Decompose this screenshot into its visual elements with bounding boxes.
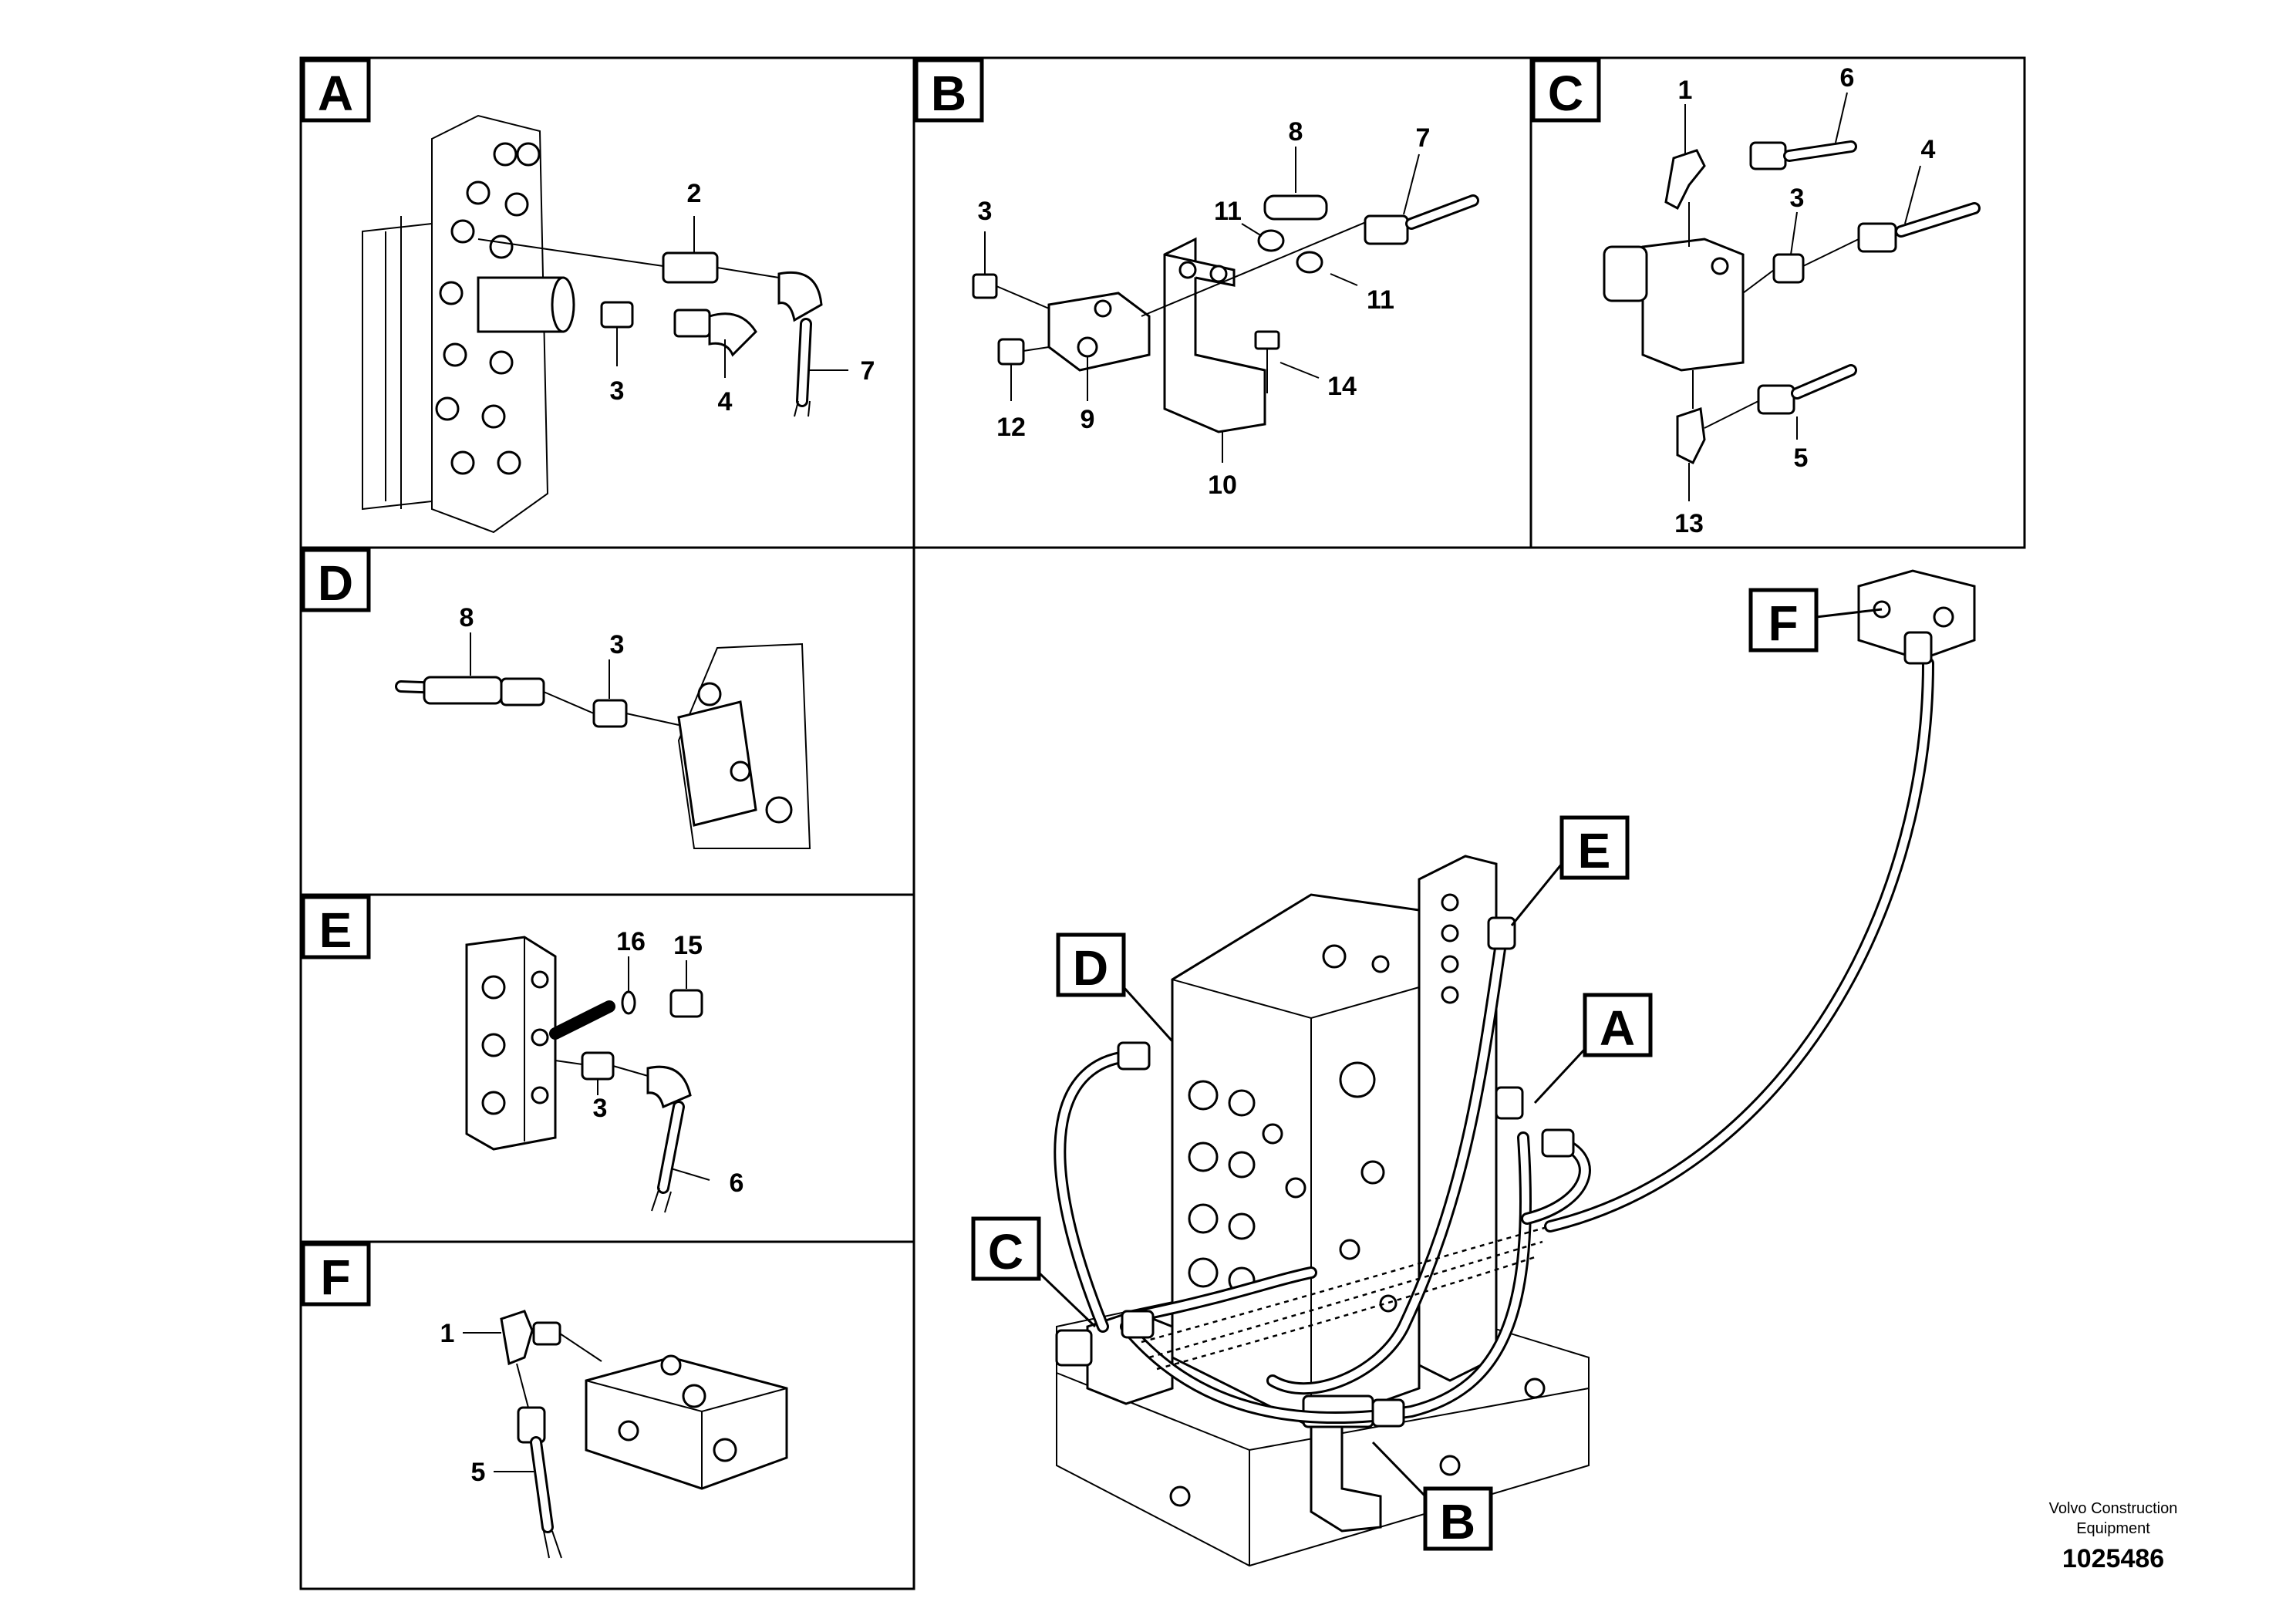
- overview-tag-f: F: [1768, 595, 1798, 651]
- panel-a-letter: A: [318, 66, 353, 121]
- document-number: 1025486: [2062, 1544, 2164, 1573]
- panel-e-illustration: 16 15 3 6: [465, 927, 744, 1213]
- panel-a-callout-4: 4: [718, 387, 733, 416]
- panel-b-illustration: 3 8 7 11 11 14 12 9 10: [972, 117, 1479, 500]
- panel-c-callout-6: 6: [1840, 63, 1855, 93]
- overview-tag-a: A: [1600, 1000, 1635, 1056]
- panel-f-frame: [299, 1240, 915, 1590]
- overview-tag-d: D: [1073, 940, 1108, 996]
- panel-b-callout-11b: 11: [1367, 285, 1394, 315]
- panel-c-callout-1: 1: [1678, 76, 1693, 105]
- panel-b-callout-3: 3: [978, 197, 993, 226]
- panel-a-callout-7: 7: [861, 356, 875, 386]
- panel-e-callout-16: 16: [616, 927, 646, 956]
- overview-tag-e: E: [1578, 823, 1611, 878]
- panel-e-callout-15: 15: [673, 931, 703, 960]
- panel-c-callout-3: 3: [1790, 184, 1805, 213]
- panel-e-callout-3: 3: [593, 1094, 608, 1123]
- panel-d-callout-8: 8: [460, 603, 474, 632]
- panel-f-letter: F: [320, 1249, 350, 1305]
- panel-frames: [299, 56, 2026, 1590]
- panel-b-callout-14: 14: [1327, 372, 1357, 401]
- panel-letter-boxes: A B C D E F: [301, 58, 1601, 1307]
- panel-e-letter: E: [319, 902, 352, 958]
- panel-b-callout-11a: 11: [1214, 197, 1242, 226]
- panel-f-callout-5: 5: [471, 1458, 486, 1487]
- panel-b-callout-7: 7: [1416, 123, 1431, 153]
- panel-a-callout-3: 3: [610, 376, 625, 406]
- overview-illustration: [1054, 569, 1976, 1567]
- brand-line-1: Volvo Construction: [2049, 1500, 2178, 1517]
- panel-e-callout-6: 6: [730, 1168, 744, 1198]
- panel-f-callout-1: 1: [440, 1319, 455, 1348]
- panel-d-illustration: 8 3: [395, 603, 811, 849]
- overview-tag-c: C: [988, 1224, 1023, 1280]
- panel-b-callout-9: 9: [1081, 405, 1095, 434]
- brand-line-2: Equipment: [2076, 1520, 2150, 1537]
- panel-b-callout-10: 10: [1208, 470, 1237, 500]
- panel-c-illustration: 1 6 4 3 5 13: [1603, 63, 1981, 538]
- panel-b-callout-8: 8: [1289, 117, 1303, 147]
- overview-tag-b: B: [1440, 1494, 1475, 1549]
- panel-c-letter: C: [1548, 66, 1583, 121]
- panel-a-callout-2: 2: [687, 179, 702, 208]
- panel-f-illustration: 1 5: [440, 1310, 788, 1559]
- panel-a-illustration: 2 3 4 7: [362, 114, 875, 534]
- panel-d-callout-3: 3: [610, 630, 625, 659]
- panel-c-frame: [1529, 56, 2026, 549]
- panel-c-callout-13: 13: [1674, 509, 1704, 538]
- panel-c-callout-4: 4: [1921, 135, 1936, 164]
- overview-tags: F E D A C B: [971, 588, 1883, 1551]
- panel-b-letter: B: [931, 66, 966, 121]
- footer: Volvo Construction Equipment 1025486: [2049, 1500, 2178, 1573]
- panel-d-letter: D: [318, 555, 353, 611]
- panel-c-callout-5: 5: [1794, 443, 1809, 473]
- panel-b-callout-12: 12: [996, 413, 1026, 442]
